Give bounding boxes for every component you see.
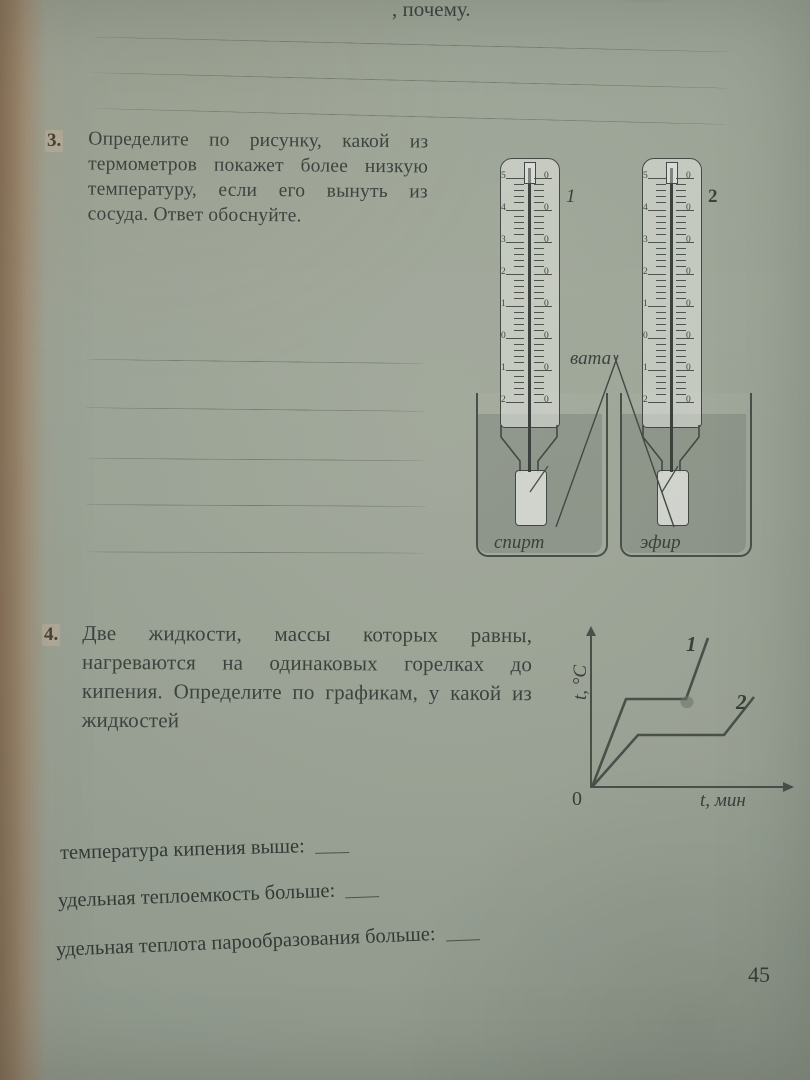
- heating-curves-chart: t, °C t, мин 0 1 2: [540, 608, 800, 818]
- task4-question-1-text: температура кипения выше:: [59, 835, 306, 865]
- thermometer-2-label: 2: [708, 186, 718, 207]
- chart-ink-blot: [680, 696, 694, 708]
- answer-line: [92, 72, 732, 89]
- chart-y-axis-arrow: [586, 626, 596, 636]
- answer-line: [92, 107, 732, 126]
- cotton-wrap-left: [528, 465, 550, 494]
- thermometers-figure: 5 0 4 0 3 0 2 0 1 0 0 0 1 0: [470, 150, 800, 570]
- answer-line: [92, 36, 732, 53]
- thermometer-1-top-slit: [524, 162, 536, 184]
- chart-y-axis: [590, 636, 593, 788]
- chart-plot-area: [590, 637, 756, 788]
- chart-origin-label: 0: [572, 788, 582, 810]
- neck-shape: [500, 425, 558, 473]
- cotton-wrap-right: [660, 465, 682, 494]
- thermometer-2-top-slit: [666, 162, 678, 184]
- vessel-left-label: спирт: [494, 532, 545, 553]
- cotton-leader-right: [613, 354, 675, 528]
- ball-shadow: [590, 0, 706, 6]
- thermometer-1-bulb: [515, 470, 547, 526]
- task4-question-3-text: удельная теплота парообразования больше:: [55, 922, 437, 961]
- thermometer-1-capillary: [528, 168, 531, 472]
- cotton-label: вата: [570, 348, 612, 369]
- task4-question-2-text: удельная теплоемкость больше:: [57, 879, 336, 912]
- task4-question-2-row: удельная теплоемкость больше:: [58, 878, 380, 913]
- task4-number: 4.: [42, 624, 61, 646]
- thermometer-2-capillary: [670, 168, 673, 472]
- task3-number: 3.: [45, 130, 64, 152]
- chart-series-2-label: 2: [736, 690, 747, 714]
- chart-series-2-line: [591, 696, 756, 788]
- answer-line: [85, 407, 427, 412]
- task4-text: Две жидкости, массы которых равны, нагре…: [81, 620, 533, 733]
- truncated-top-text: , почему.: [392, 0, 471, 21]
- cotton-wrap-shape: [529, 465, 549, 493]
- answer-line: [84, 504, 428, 507]
- answer-line: [85, 358, 427, 365]
- task4-answer-blank-2[interactable]: [345, 881, 380, 899]
- neck-shape: [642, 425, 700, 473]
- task4-question-3-row: удельная теплота парообразования больше:: [55, 921, 481, 962]
- task3-text: Определите по рисунку, какой из термомет…: [87, 128, 429, 227]
- task4-question-1-row: температура кипения выше:: [60, 834, 350, 865]
- vessel-right-label: эфир: [640, 532, 681, 553]
- task4-answer-blank-1[interactable]: [314, 836, 350, 854]
- thermometer-1-label: 1: [566, 186, 576, 207]
- thermometer-2-neck: [642, 425, 700, 473]
- chart-series-1-line: [590, 637, 710, 788]
- chart-x-axis: [590, 786, 784, 789]
- answer-line: [85, 457, 427, 462]
- page-number: 45: [748, 962, 770, 987]
- cotton-wrap-shape: [661, 465, 679, 493]
- chart-x-axis-label: t, мин: [700, 790, 746, 811]
- thermometer-1-neck: [500, 425, 558, 473]
- answer-line: [84, 551, 428, 554]
- chart-series-1-label: 1: [686, 632, 697, 656]
- chart-x-axis-arrow: [783, 782, 794, 792]
- task4-answer-blank-3[interactable]: [445, 924, 481, 942]
- cotton-leader-left: [555, 354, 619, 528]
- thermometer-2-bulb: [657, 470, 689, 526]
